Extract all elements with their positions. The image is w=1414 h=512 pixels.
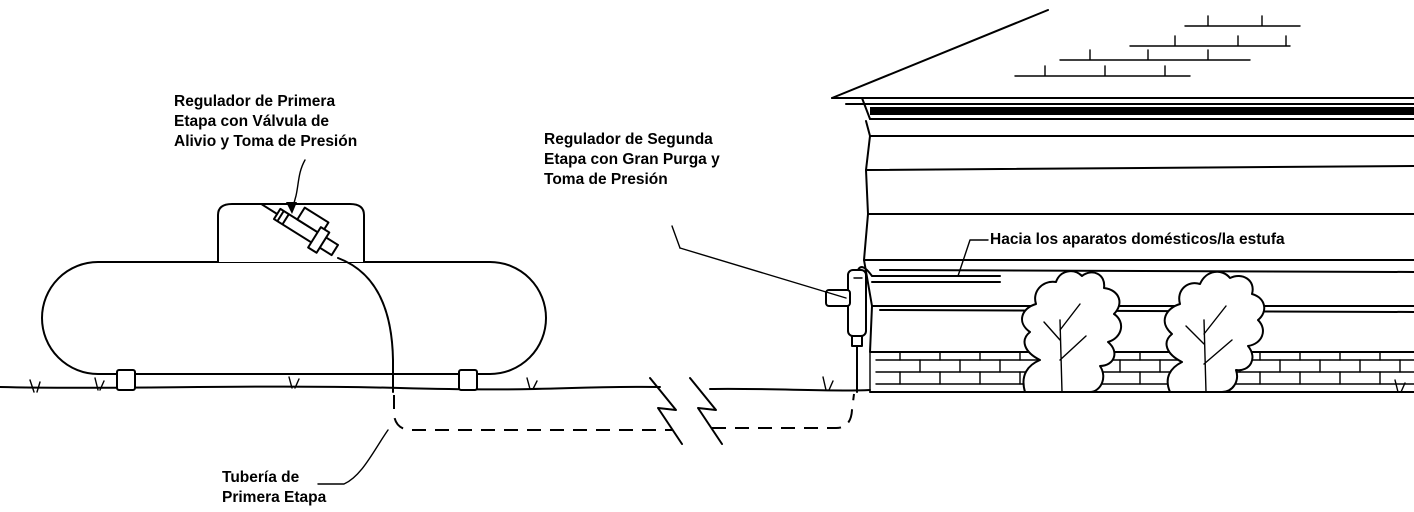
ground-line bbox=[0, 376, 1414, 393]
label-second-stage-regulator: Regulador de Segunda Etapa con Gran Purg… bbox=[544, 130, 720, 190]
house-roof bbox=[831, 9, 1414, 120]
label-line: Tubería de bbox=[222, 469, 300, 486]
second-stage-regulator bbox=[825, 269, 867, 393]
label-to-appliances: Hacia los aparatos domésticos/la estufa bbox=[990, 230, 1285, 250]
bush-left bbox=[1021, 270, 1123, 393]
tank-foot-right bbox=[458, 369, 478, 391]
label-line: Hacia los aparatos domésticos/la estufa bbox=[990, 231, 1285, 248]
label-line: Regulador de Segunda bbox=[544, 131, 713, 148]
appliance-piping bbox=[857, 266, 1001, 283]
label-line: Regulador de Primera bbox=[174, 93, 336, 110]
label-first-stage-regulator: Regulador de Primera Etapa con Válvula d… bbox=[174, 92, 357, 152]
brick-foundation bbox=[869, 351, 1414, 393]
bush-right bbox=[1163, 270, 1266, 393]
leader-to-appliances bbox=[957, 239, 989, 277]
roof-fascia bbox=[870, 107, 1414, 115]
label-line: Etapa con Válvula de bbox=[174, 113, 330, 130]
leader-first-stage-piping bbox=[317, 429, 389, 485]
label-line: Alivio y Toma de Presión bbox=[174, 133, 358, 150]
leader-first-stage-regulator bbox=[286, 159, 306, 214]
label-line: Etapa con Gran Purga y bbox=[544, 151, 720, 168]
label-line: Toma de Presión bbox=[544, 171, 668, 188]
leader-second-stage-regulator bbox=[671, 225, 847, 299]
first-stage-piping bbox=[337, 257, 855, 445]
roof-shingles bbox=[1014, 15, 1301, 77]
tank-foot-left bbox=[116, 369, 136, 391]
label-first-stage-piping: Tubería de Primera Etapa bbox=[222, 468, 326, 508]
propane-tank bbox=[41, 261, 547, 375]
tank-dome bbox=[217, 203, 365, 262]
label-line: Primera Etapa bbox=[222, 489, 327, 506]
first-stage-regulator bbox=[260, 203, 340, 257]
